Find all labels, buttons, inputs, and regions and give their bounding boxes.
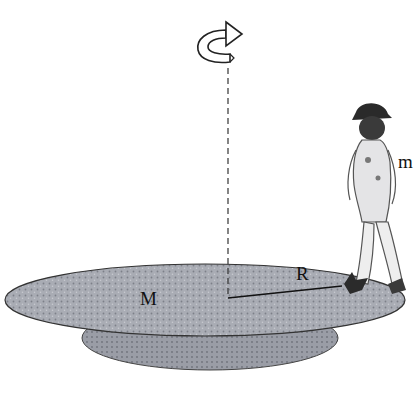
disk-mass-label: M <box>140 289 157 308</box>
label-anchor: M <box>140 289 157 308</box>
rotating-disk <box>5 264 405 336</box>
label-anchor: R <box>296 264 309 283</box>
rotation-axis <box>227 68 228 298</box>
rotation-arrow <box>198 22 242 63</box>
radius-label: R <box>296 264 309 283</box>
radius-line <box>228 286 342 298</box>
mass-label: m <box>398 152 413 171</box>
label-anchor: m <box>398 152 413 171</box>
person-figure <box>344 103 406 294</box>
